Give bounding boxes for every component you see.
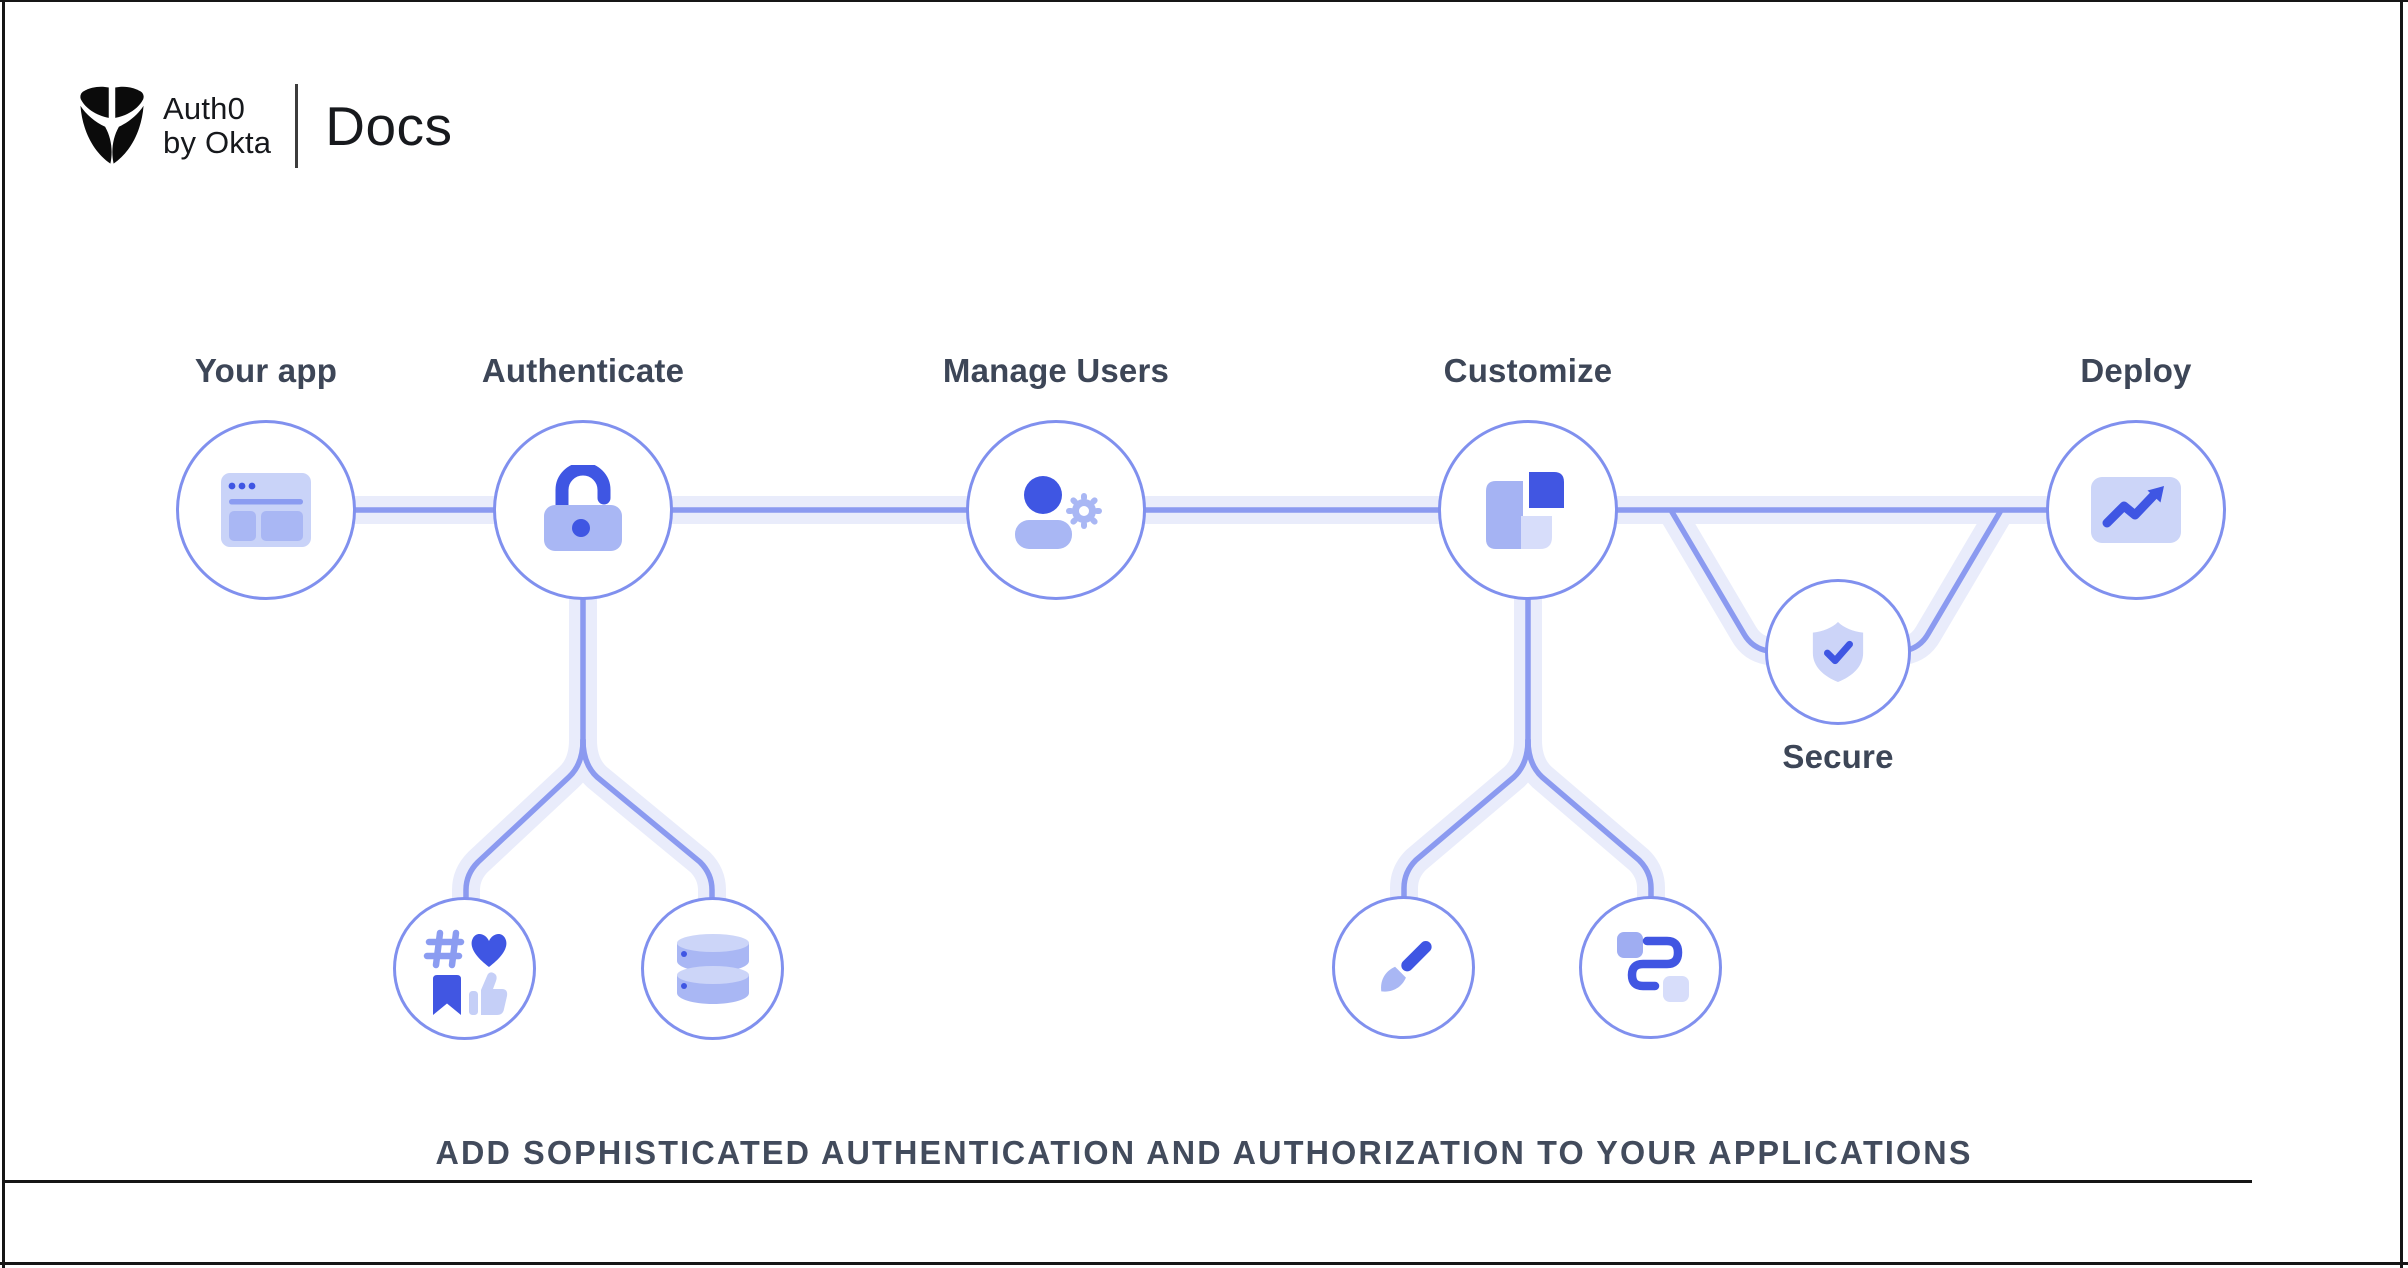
frame-bottom-edge: [0, 1262, 2408, 1265]
node-secure[interactable]: [1765, 579, 1911, 725]
node-authenticate[interactable]: [493, 420, 673, 600]
node-social-connections[interactable]: [393, 897, 536, 1040]
label-deploy: Deploy: [2080, 352, 2192, 389]
user-gear-icon: [1015, 476, 1102, 549]
node-database[interactable]: [641, 897, 784, 1040]
node-deploy[interactable]: [2046, 420, 2226, 600]
label-customize: Customize: [1443, 352, 1613, 389]
social-engagement-icon: [423, 929, 507, 1015]
node-manage-users[interactable]: [966, 420, 1146, 600]
database-icon: [676, 933, 749, 1004]
browser-window-icon: [221, 473, 311, 547]
auth0-shield-logo-icon: [80, 86, 144, 164]
content-bottom-rule: [4, 1180, 2252, 1183]
frame-right-edge: [2400, 0, 2403, 1268]
label-manage-users: Manage Users: [942, 352, 1170, 389]
frame-top-edge: [0, 0, 2408, 2]
label-your-app: Your app: [194, 352, 338, 389]
unlock-icon: [544, 465, 622, 551]
auth0-docs-logo[interactable]: Auth0 by Okta Docs: [78, 84, 453, 168]
workflow-icon: [1616, 931, 1689, 1002]
logo-wordmark: Auth0 by Okta: [163, 92, 271, 160]
frame-left-edge: [2, 0, 5, 1268]
trend-up-arrow-icon: [2091, 477, 2181, 543]
page-tagline: ADD SOPHISTICATED AUTHENTICATION AND AUT…: [435, 1134, 1973, 1171]
node-actions-flow[interactable]: [1579, 896, 1722, 1039]
shield-check-icon: [1812, 622, 1864, 682]
label-secure: Secure: [1782, 738, 1894, 775]
node-customize[interactable]: [1438, 420, 1618, 600]
logo-brand: Auth0: [163, 91, 246, 126]
label-authenticate: Authenticate: [481, 352, 685, 389]
node-branding[interactable]: [1332, 896, 1475, 1039]
logo-divider: [295, 84, 299, 168]
layout-blocks-icon: [1486, 472, 1564, 549]
node-your-app[interactable]: [176, 420, 356, 600]
logo-product: Docs: [325, 95, 453, 157]
paintbrush-icon: [1380, 940, 1432, 992]
logo-sub-brand: by Okta: [163, 125, 272, 160]
